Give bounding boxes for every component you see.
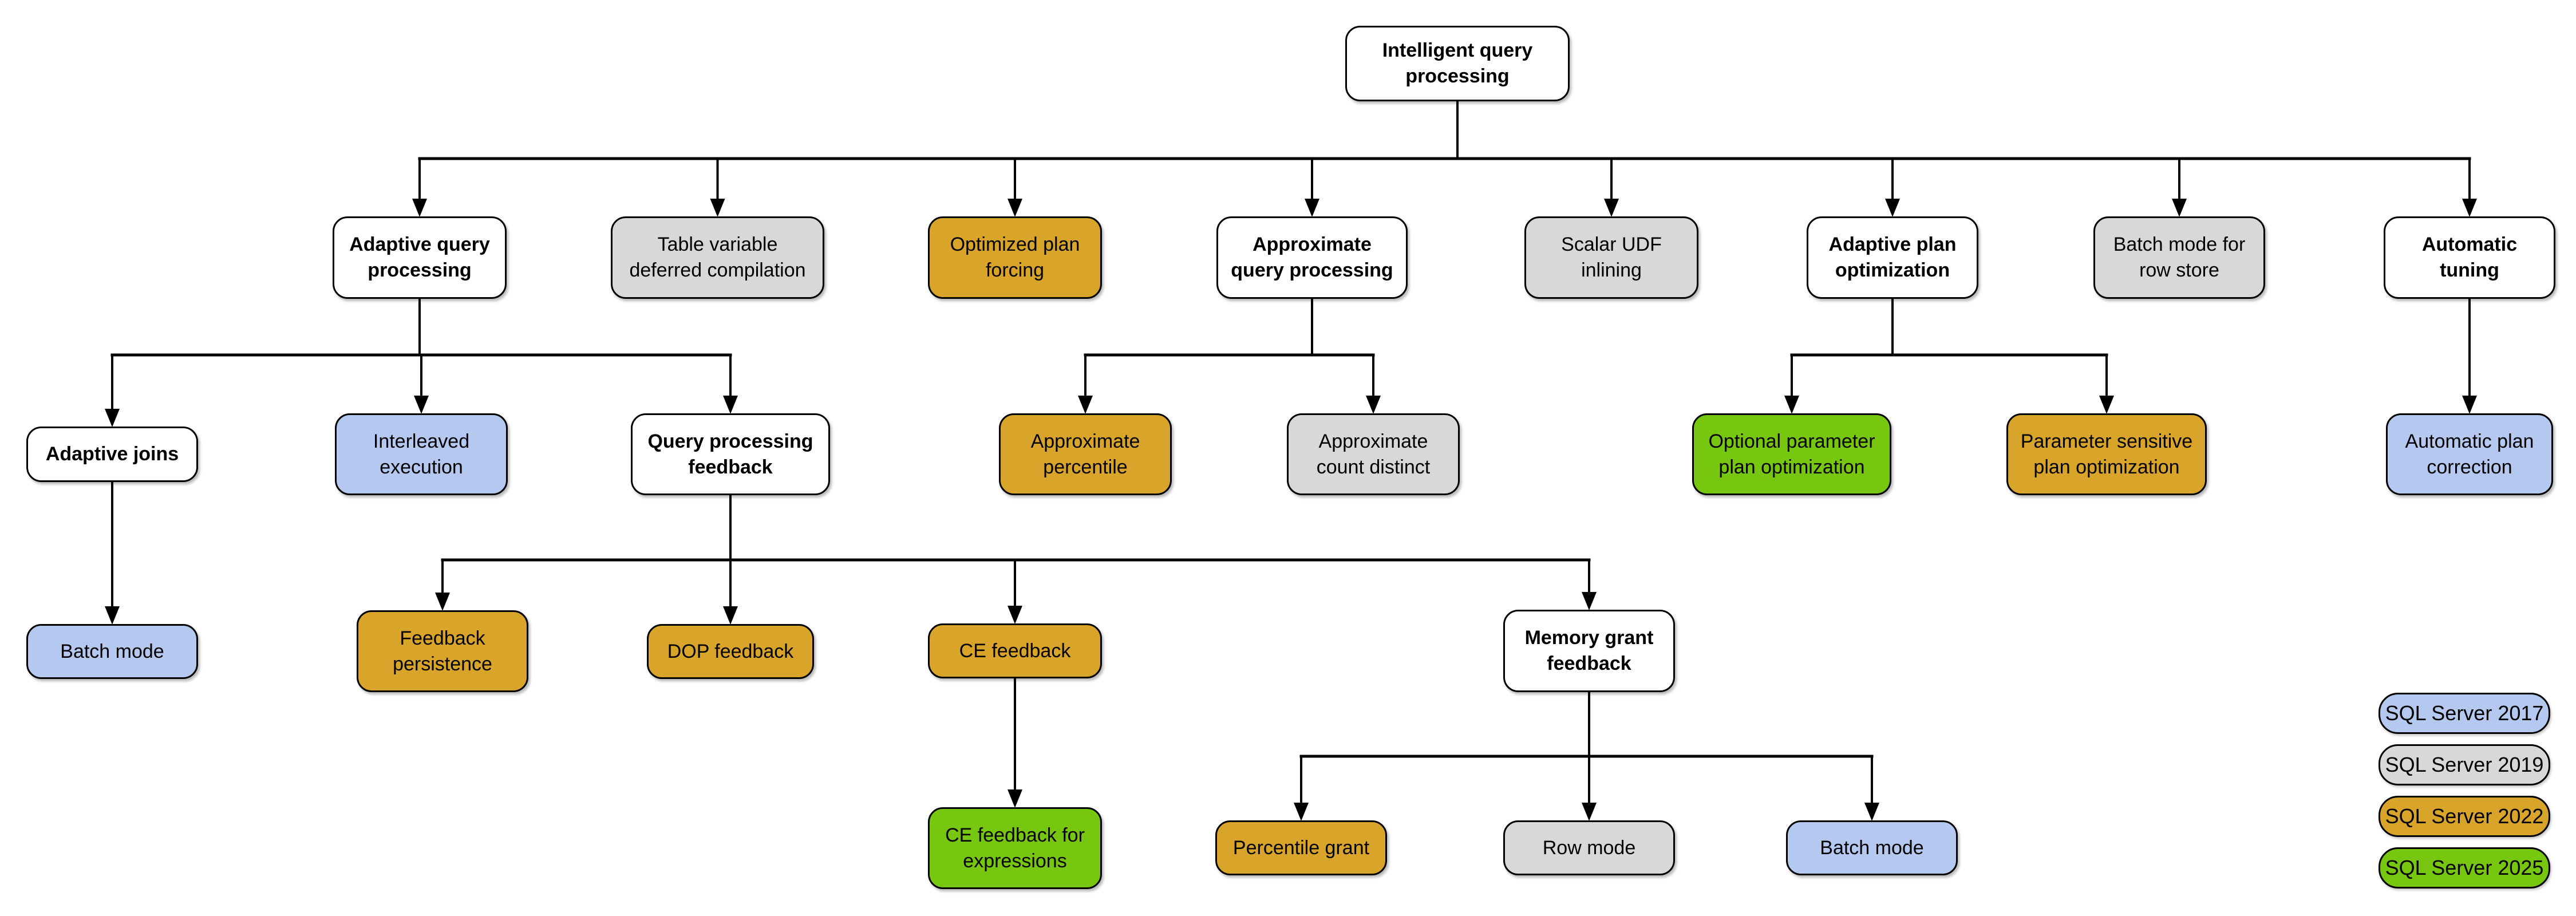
- node-batch-mode: Batch mode: [26, 624, 198, 679]
- node-ce-feedback: CE feedback: [928, 623, 1102, 678]
- node-approximate-percentile: Approximate percentile: [999, 413, 1172, 495]
- node-approximate-query-processing: Approximate query processing: [1216, 216, 1408, 299]
- node-adaptive-plan-optimization: Adaptive plan optimization: [1807, 216, 1978, 299]
- node-adaptive-joins: Adaptive joins: [26, 427, 198, 482]
- node-parameter-sensitive-plan-optimization: Parameter sensitive plan optimization: [2006, 413, 2207, 495]
- node-approximate-count-distinct: Approximate count distinct: [1287, 413, 1460, 495]
- node-batch-mode: Batch mode: [1786, 820, 1958, 875]
- node-ce-feedback-for-expressions: CE feedback for expressions: [928, 807, 1102, 889]
- node-adaptive-query-processing: Adaptive query processing: [333, 216, 507, 299]
- node-automatic-plan-correction: Automatic plan correction: [2386, 413, 2553, 495]
- node-dop-feedback: DOP feedback: [647, 624, 814, 679]
- legend-item-sql-server-2017: SQL Server 2017: [2379, 693, 2550, 734]
- legend-item-sql-server-2019: SQL Server 2019: [2379, 744, 2550, 785]
- node-row-mode: Row mode: [1503, 820, 1675, 875]
- node-batch-mode-for-row-store: Batch mode for row store: [2093, 216, 2265, 299]
- node-table-variable-deferred-compilation: Table variable deferred compilation: [611, 216, 824, 299]
- node-percentile-grant: Percentile grant: [1215, 820, 1387, 875]
- node-memory-grant-feedback: Memory grant feedback: [1503, 610, 1675, 692]
- node-intelligent-query-processing: Intelligent query processing: [1345, 26, 1570, 101]
- node-interleaved-execution: Interleaved execution: [335, 413, 508, 495]
- node-automatic-tuning: Automatic tuning: [2384, 216, 2555, 299]
- legend-item-sql-server-2022: SQL Server 2022: [2379, 796, 2550, 837]
- legend-item-sql-server-2025: SQL Server 2025: [2379, 847, 2550, 889]
- node-feedback-persistence: Feedback persistence: [357, 610, 528, 692]
- node-optimized-plan-forcing: Optimized plan forcing: [928, 216, 1102, 299]
- node-optional-parameter-plan-optimization: Optional parameter plan optimization: [1692, 413, 1891, 495]
- node-query-processing-feedback: Query processing feedback: [631, 413, 830, 495]
- node-scalar-udf-inlining: Scalar UDF inlining: [1524, 216, 1698, 299]
